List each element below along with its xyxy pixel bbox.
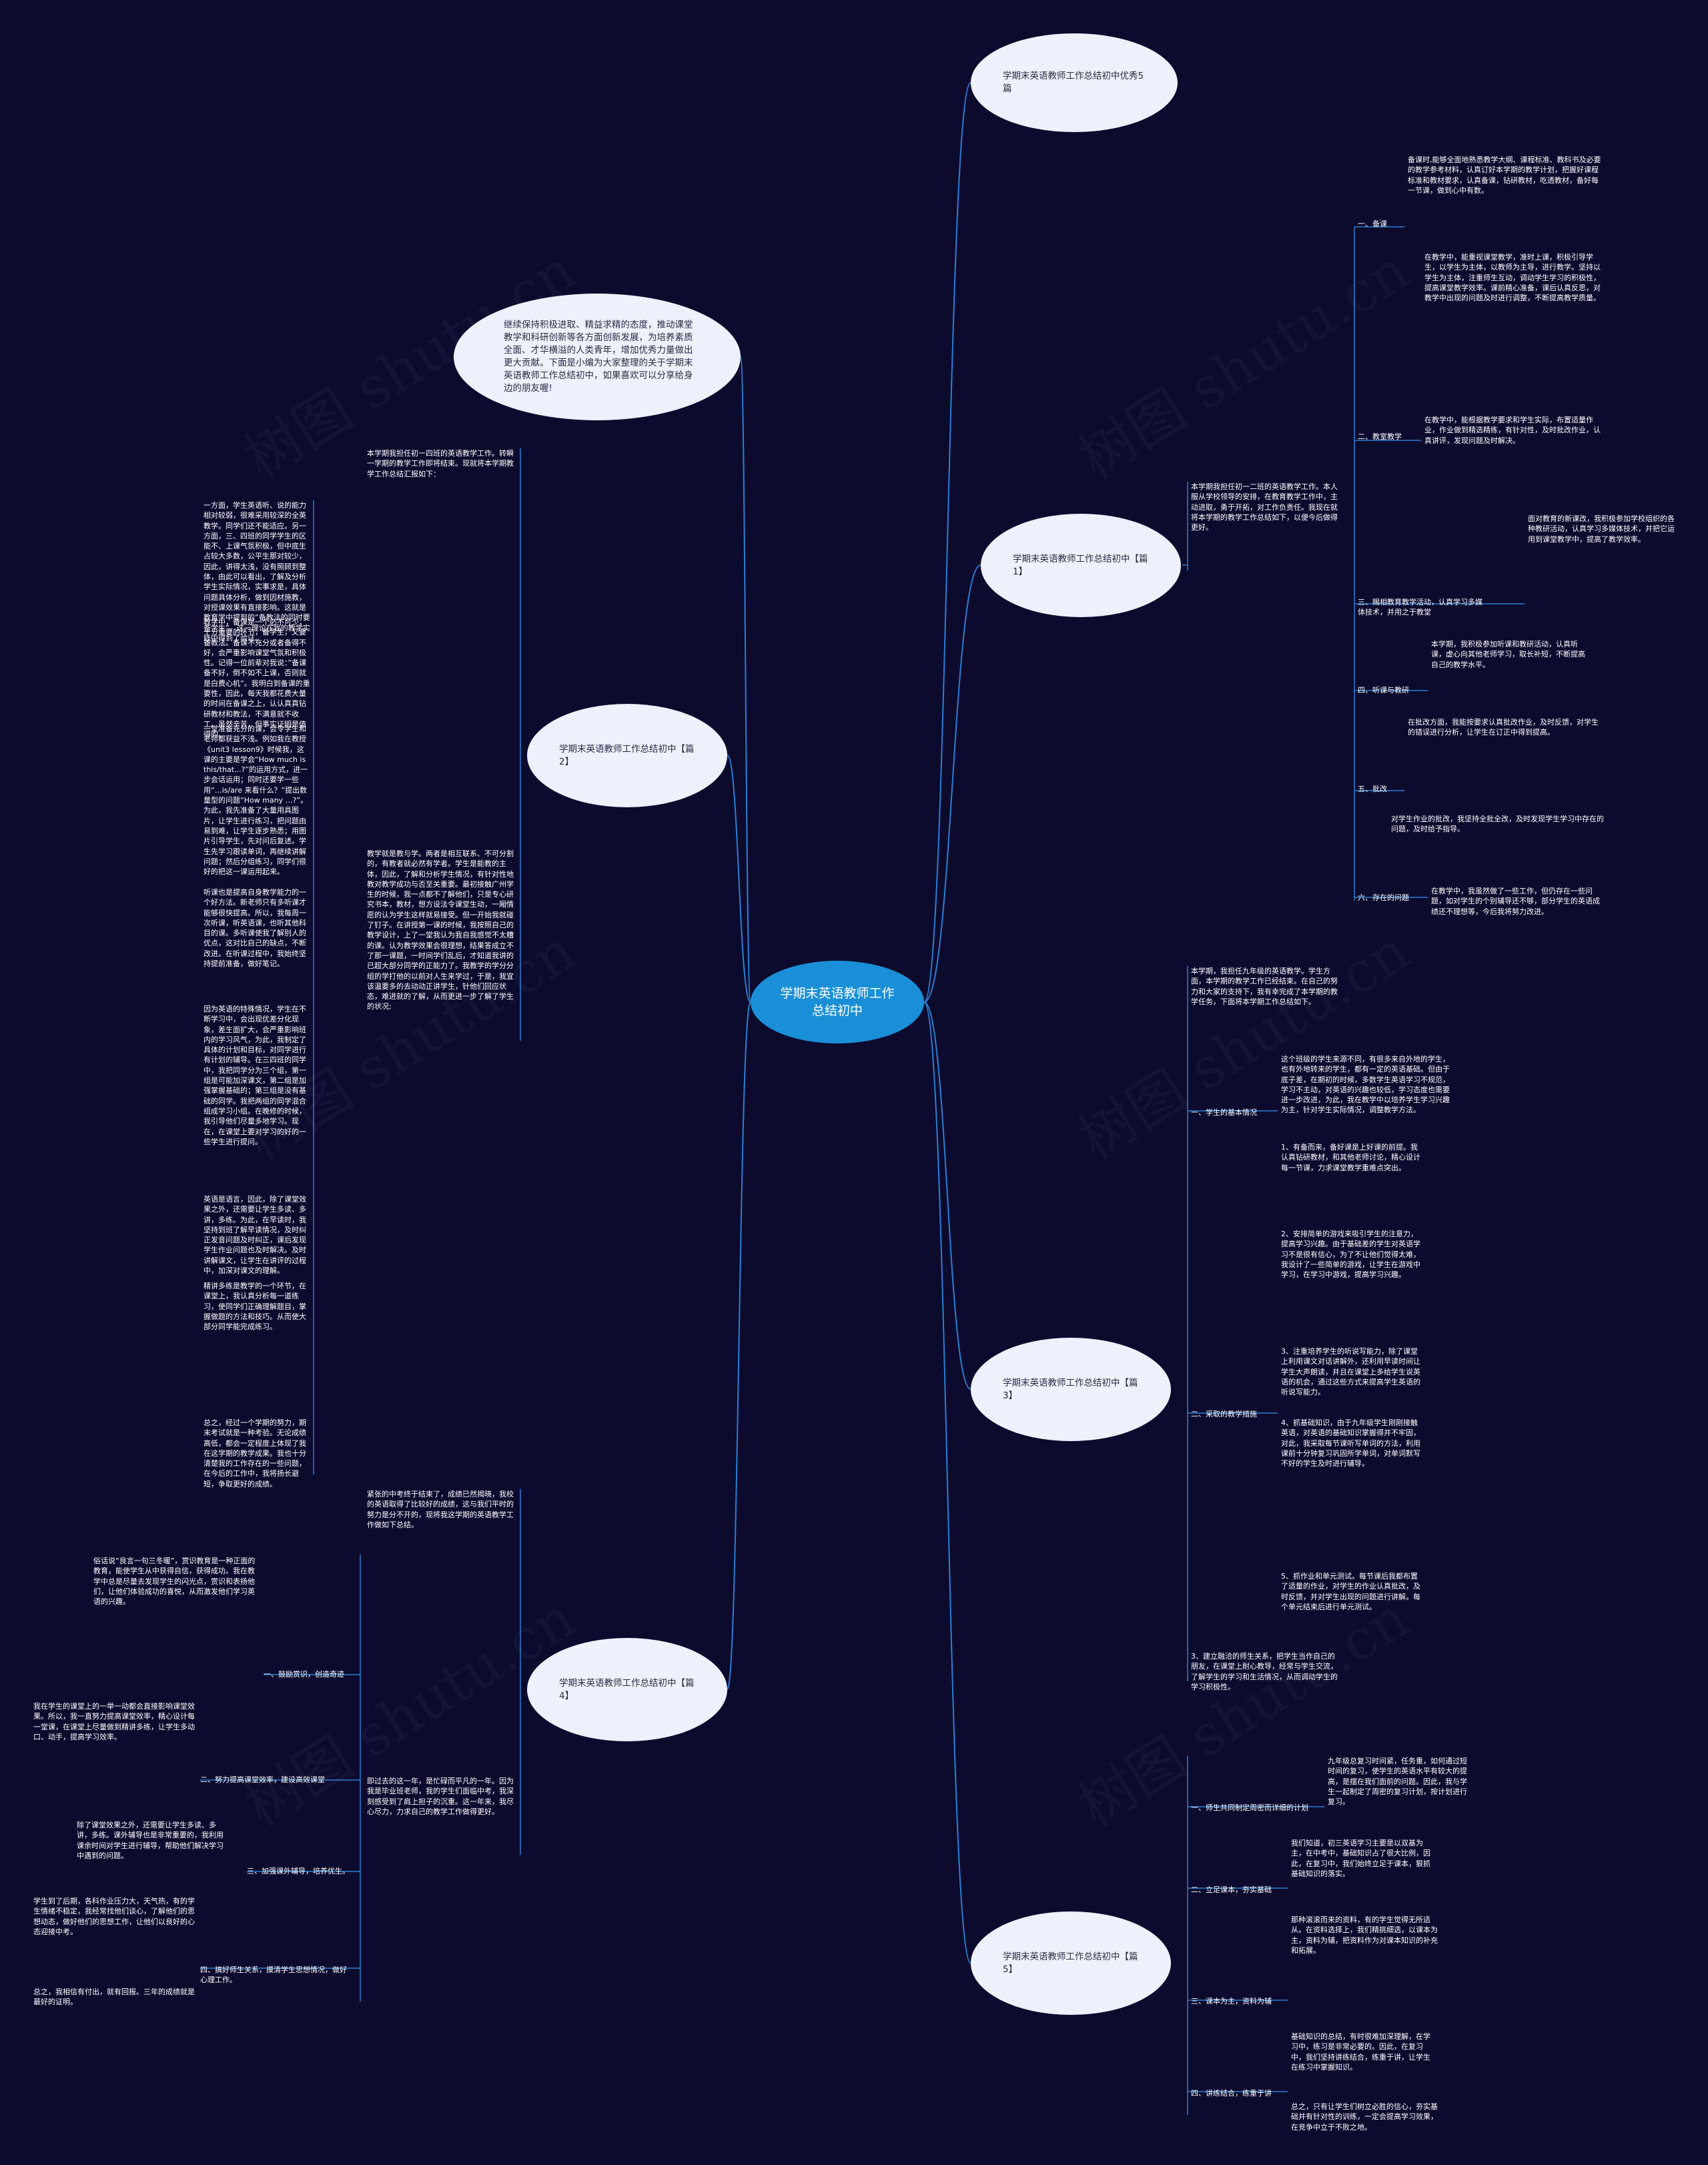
b6-sub-label: 六、存在的问题: [1358, 893, 1409, 902]
branch-node-b3[interactable]: 学期末英语教师工作总结初中【篇3】: [971, 1338, 1171, 1441]
b3-item: 1、有备而来，备好课是上好课的前提。我认真钻研教材，和其他老师讨论，精心设计每一…: [1281, 1143, 1420, 1172]
connector-line: [923, 1001, 971, 1964]
b5-sub-text: 基础知识的总结，有时很难加深理解，在学习中，练习是非常必要的。因此，在复习中，我…: [1291, 2032, 1430, 2072]
b3-item: 2、安排简单的游戏来吸引学生的注意力，提高学习兴趣。由于基础差的学生对英语学习不…: [1281, 1230, 1420, 1280]
b2-para: 教学中，备课是一个必不可少，十分重要的环节，备学生，又要备教法。备课不充分或者备…: [203, 618, 310, 739]
b3-sub-label: 一、学生的基本情况: [1191, 1108, 1257, 1117]
b4-sub-label: 四、搞好师生关系，摸清学生思想情况，做好心理工作。: [200, 1966, 347, 1984]
b6-sub-text: 在教学中，我虽然做了一些工作，但仍存在一些问题，如对学生的个别辅导还不够，部分学…: [1431, 887, 1600, 916]
b3-sub-label: 二、采取的教学措施: [1191, 1410, 1257, 1418]
b2-intro: 本学期我担任初一四班的英语教学工作。转瞬一学期的教学工作即将结束。现就将本学期教…: [367, 449, 514, 478]
b4-sub-text: 俗话说“良言一句三冬暖”，赏识教育是一种正面的教育，能使学生从中获得自信，获得成…: [93, 1557, 256, 1607]
b3-sub-text: 3、建立融洽的师生关系，把学生当作自己的朋友，在课堂上耐心教导，经常与学生交流，…: [1191, 1652, 1338, 1691]
root-node[interactable]: 学期末英语教师工作总结初中: [751, 961, 924, 1043]
b6-sub-text: 本学期，我积极参加听课和教研活动，认真听课，虚心向其他老师学习，取长补短，不断提…: [1431, 640, 1585, 669]
b6-sub-label: 二、教室教学: [1358, 432, 1402, 441]
b6-sub-text: 面对教育的新课改，我积极参加学校组织的各种教研活动，认真学习多媒体技术，并把它运…: [1528, 514, 1675, 544]
b6-sub-text: 在批改方面，我能按要求认真批改作业，及时反馈，对学生的错误进行分析，让学生在订正…: [1408, 718, 1599, 737]
b6-sub-text: 对学生作业的批改，我坚持全批全改，及时发现学生学习中存在的问题，及时给予指导。: [1391, 815, 1604, 834]
b4-sub-text: 学生到了后期，各科作业压力大，天气热，有的学生情绪不稳定，我经常找他们谈心，了解…: [33, 1897, 195, 1936]
b6-sub-label: 三、赐相教育教学活动，认真学习多媒体技术，并用之于教堂: [1358, 598, 1482, 616]
b3-intro: 本学期，我担任九年级的英语教学。学生方面，本学期的教学工作已经结束。在自己的努力…: [1191, 967, 1338, 1006]
b5-sub-label: 四、讲练结合，练重于讲: [1191, 2089, 1272, 2098]
b3-item: 5、抓作业和单元测试。每节课后我都布置了适量的作业，对学生的作业认真批改，及时反…: [1281, 1572, 1420, 1611]
b4-sub-label: 三、加强课外辅导，培养优生。: [247, 1867, 350, 1875]
b5-sub-text: 那种滚滚而来的资料，有的学生觉得无所适从。在资料选择上，我们精挑细选，以课本为主…: [1291, 1915, 1438, 1955]
b5-sub-label: 一、师生共同制定周密而详细的计划: [1191, 1803, 1308, 1812]
b3-sub-text: 这个班级的学生来源不同，有很多来自外地的学生，也有外地转来的学生，都有一定的英语…: [1281, 1055, 1450, 1115]
b2-para: 精讲多练是教学的一个环节，在课堂上，我认真分析每一道练习，使同学们正确理解题目，…: [203, 1282, 306, 1332]
b2-para: 一堂准备充分的课，会令学生和老师都获益不浅。例如我在教授《unit3 lesso…: [203, 725, 308, 877]
b5-sub-text: 我们知道，初三英语学习主要是以双基为主，在中考中，基础知识占了很大比例，因此，在…: [1291, 1839, 1430, 1878]
connector-line: [923, 1001, 971, 1390]
b6-sub-text: 在教学中，能重视课堂教学，准时上课，积极引导学生，以学生为主体，以教师为主导，进…: [1424, 253, 1601, 303]
branch-node-b2[interactable]: 学期末英语教师工作总结初中【篇2】: [527, 704, 727, 807]
b6-intro: 本学期我担任初一二班的英语教学工作。本人服从学校领导的安排，在教育教学工作中，主…: [1191, 482, 1338, 532]
branch-node-b4[interactable]: 学期末英语教师工作总结初中【篇4】: [527, 1638, 727, 1741]
b2-para: 听课也是提高自身教学能力的一个好方法。新老师只有多听课才能够很快提高。所以，我每…: [203, 888, 306, 969]
connector-line: [923, 564, 981, 1003]
b3-item: 4、抓基础知识，由于九年级学生刚刚接触英语，对英语的基础知识掌握得并不牢固，对此…: [1281, 1418, 1420, 1468]
connector-line: [727, 755, 751, 1003]
branch-node-b1[interactable]: 学期末英语教师工作总结初中优秀5篇: [971, 33, 1178, 132]
b4-intro: 紧张的中考终于结束了，成绩已然揭晓，我校的英语取得了比较好的成绩，这与我们平时的…: [367, 1490, 514, 1529]
b6-sub-text: 备课时,能够全面地熟悉教学大纲、课程标准、教科书及必要的教学参考材料，认真订好本…: [1408, 155, 1601, 195]
connector-line: [740, 356, 751, 1003]
branch-node-b6[interactable]: 学期末英语教师工作总结初中【篇1】: [981, 514, 1181, 617]
b6-sub-label: 一、备课: [1358, 220, 1387, 228]
b4-sub-label: 二、努力提高课堂效率，建设高效课堂: [200, 1775, 325, 1784]
connector-line: [923, 82, 971, 1003]
b4-main: 即过去的这一年，是忙碌而平凡的一年。因为我是毕业班老师，我的学生们面临中考，我深…: [367, 1777, 514, 1816]
b2-main: 教学就是教与学。两者是相互联系、不可分割的，有教者就必然有学者。学生是能教的主体…: [367, 849, 514, 1011]
branch-node-b5[interactable]: 学期末英语教师工作总结初中【篇5】: [971, 1911, 1171, 2015]
b6-sub-text: 在教学中，能根据教学要求和学生实际，布置适量作业，作业做到精选精练，有针对性，及…: [1424, 416, 1601, 445]
b5-sub-label: 三、课本为主，资料为辅: [1191, 1997, 1272, 2006]
connector-line: [727, 1001, 751, 1690]
intro-node[interactable]: 继续保持积极进取、精益求精的态度，推动课堂教学和科研创新等各方面创新发展，为培养…: [454, 294, 741, 420]
b4-sub-text: 除了课堂效果之外，还需要让学生多读、多讲，多练。课外辅导也是非常重要的，我利用课…: [77, 1821, 224, 1860]
b5-outro: 总之，只有让学生们树立必胜的信心，夯实基础并有针对性的训练，一定会提高学习效果，…: [1291, 2102, 1438, 2132]
b2-para: 一方面，学生英语听、说的能力相对较弱，很难采用较深的全英教学。同学们还不能适应。…: [203, 501, 310, 642]
b6-sub-label: 五、批改: [1358, 785, 1387, 793]
b5-sub-text: 九年级总复习时间紧，任务重，如何通过短时间的复习，使学生的英语水平有较大的提高，…: [1328, 1757, 1467, 1807]
b4-outro: 总之，我相信有付出，就有回报。三年的成绩就是最好的证明。: [33, 1988, 195, 2007]
b6-sub-label: 四、听课与教研: [1358, 686, 1409, 695]
b2-para: 英语是语言，因此，除了课堂效果之外，还需要让学生多读、多讲，多练。为此，在早读时…: [203, 1195, 306, 1276]
b4-sub-label: 一、鼓励赏识，创造奇迹: [264, 1670, 344, 1679]
b2-para: 因为英语的特殊情况，学生在不断学习中，会出现优差分化现象，差生面扩大，会严重影响…: [203, 1005, 306, 1146]
b5-sub-label: 二、立足课本，夯实基础: [1191, 1885, 1272, 1894]
b4-sub-text: 我在学生的课堂上的一举一动都会直接影响课堂效果。所以，我一直努力提高课堂效率，精…: [33, 1702, 195, 1741]
b2-para: 总之，经过一个学期的努力，期末考试就是一种考验。无论成绩高低，都会一定程度上体现…: [203, 1418, 306, 1488]
b3-item: 3、注重培养学生的听说写能力，除了课堂上利用课文对话讲解外，还利用早读时间让学生…: [1281, 1347, 1420, 1397]
